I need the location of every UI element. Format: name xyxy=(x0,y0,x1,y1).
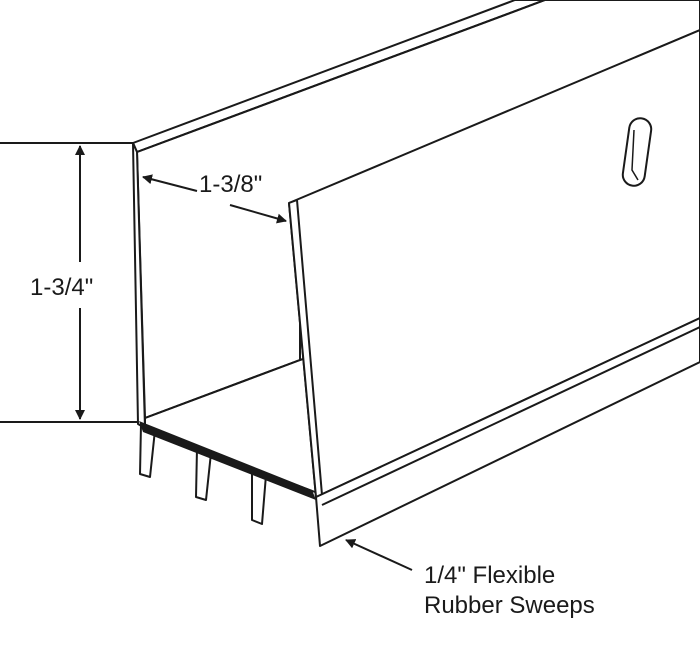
floor-back-edge xyxy=(144,359,301,419)
sweep-label-line-2: Rubber Sweeps xyxy=(424,592,595,619)
sweep-callout-label: 1/4" Flexible Rubber Sweeps xyxy=(424,561,595,621)
width-dimension-label: 1-3/8" xyxy=(199,171,263,198)
sweep-back-edge xyxy=(321,326,700,506)
width-arrow-right xyxy=(229,204,287,224)
rubber-base xyxy=(139,421,316,500)
front-sweep-strip xyxy=(315,317,700,547)
height-dimension-label: 1-3/4" xyxy=(30,274,94,301)
sweep-label-line-1: 1/4" Flexible xyxy=(424,562,556,589)
slot-inner-edge xyxy=(631,129,639,181)
width-arrow-left xyxy=(142,174,198,192)
mounting-slot xyxy=(621,117,653,187)
sweep-arrow xyxy=(345,539,413,571)
back-wall-edge xyxy=(136,0,546,153)
